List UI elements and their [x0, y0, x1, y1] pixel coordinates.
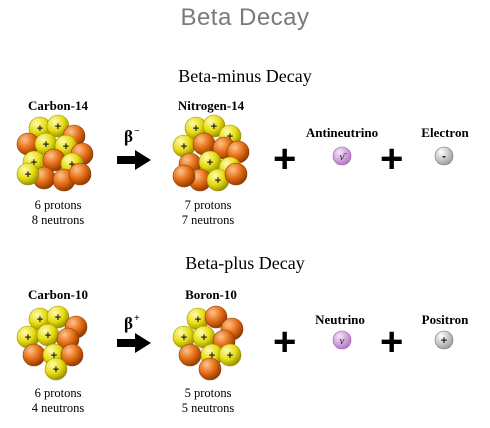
- electron-label: Electron: [421, 125, 469, 140]
- neutrino-particle: ν: [332, 330, 352, 350]
- neutrino-label: Neutrino: [315, 312, 365, 327]
- svg-text:+: +: [207, 157, 213, 169]
- svg-text:+: +: [43, 139, 49, 151]
- svg-text:+: +: [51, 350, 57, 362]
- proton: +: [218, 343, 242, 367]
- carbon-10-protons: 6 protons: [34, 386, 82, 400]
- neutron: [22, 343, 46, 367]
- electron-particle: -: [434, 146, 454, 166]
- arrow-right-icon: [117, 333, 151, 353]
- beta-minus-symbol: β−: [124, 126, 140, 146]
- boron-10-neutrons: 5 neutrons: [181, 401, 235, 415]
- svg-text:+: +: [201, 332, 207, 344]
- nitrogen-14-counts: 7 protons 7 neutrons: [168, 198, 248, 228]
- boron-10-nucleus: +++++: [172, 305, 244, 381]
- arrow-right-icon: [117, 150, 151, 170]
- carbon-14-counts: 6 protons 8 neutrons: [18, 198, 98, 228]
- positron-particle: +: [434, 330, 454, 350]
- svg-text:+: +: [227, 350, 233, 362]
- carbon-14-protons: 6 protons: [34, 198, 82, 212]
- svg-text:+: +: [69, 159, 75, 171]
- proton: +: [46, 305, 70, 329]
- plus-icon: +: [380, 320, 404, 364]
- proton: +: [36, 323, 60, 347]
- neutrino-glyph: ν: [340, 335, 345, 347]
- nitrogen-14-neutrons: 7 neutrons: [181, 213, 235, 227]
- svg-text:+: +: [31, 157, 37, 169]
- nitrogen-14-label: Nitrogen-14: [177, 98, 245, 113]
- plus-icon: +: [273, 137, 297, 181]
- beta-plus-symbol: β+: [124, 313, 140, 333]
- carbon-10-label: Carbon-10: [28, 287, 88, 302]
- svg-text:+: +: [181, 332, 187, 344]
- svg-text:+: +: [53, 364, 59, 376]
- svg-text:+: +: [37, 314, 43, 326]
- svg-text:+: +: [211, 121, 217, 133]
- svg-text:+: +: [193, 123, 199, 135]
- page-title: Beta Decay: [180, 4, 310, 31]
- neutron: [204, 305, 228, 329]
- neutron: [198, 357, 222, 381]
- neutron: [224, 162, 248, 186]
- antineutrino-glyph: ν̄: [340, 151, 348, 163]
- svg-text:+: +: [55, 121, 61, 133]
- neutron: [68, 162, 92, 186]
- boron-10-protons: 5 protons: [184, 386, 232, 400]
- beta-minus-heading: Beta-minus Decay: [178, 66, 312, 86]
- antineutrino-particle: ν̄: [332, 146, 352, 166]
- svg-text:+: +: [55, 312, 61, 324]
- electron-glyph: -: [442, 149, 446, 163]
- beta-plus-sign: +: [133, 313, 140, 324]
- svg-text:+: +: [209, 350, 215, 362]
- svg-text:+: +: [37, 123, 43, 135]
- svg-text:+: +: [195, 314, 201, 326]
- plus-icon: +: [380, 137, 404, 181]
- boron-10-counts: 5 protons 5 neutrons: [168, 386, 248, 416]
- positron-label: Positron: [421, 312, 469, 327]
- plus-icon: +: [273, 320, 297, 364]
- svg-text:+: +: [227, 131, 233, 143]
- svg-text:+: +: [25, 332, 31, 344]
- proton: +: [44, 357, 68, 381]
- beta-minus-sign: −: [133, 126, 140, 137]
- carbon-14-neutrons: 8 neutrons: [31, 213, 85, 227]
- carbon-10-nucleus: ++++++: [16, 305, 88, 381]
- beta-plus-heading: Beta-plus Decay: [185, 253, 305, 273]
- boron-10-label: Boron-10: [185, 287, 237, 302]
- carbon-14-nucleus: +++++++: [16, 114, 94, 192]
- svg-text:+: +: [181, 141, 187, 153]
- neutron: [172, 164, 196, 188]
- neutron: [60, 343, 84, 367]
- svg-text:+: +: [215, 175, 221, 187]
- antineutrino-label: Antineutrino: [305, 125, 379, 140]
- carbon-10-counts: 6 protons 4 neutrons: [18, 386, 98, 416]
- carbon-14-label: Carbon-14: [28, 98, 88, 113]
- positron-glyph: +: [441, 335, 447, 347]
- svg-text:+: +: [63, 141, 69, 153]
- neutron: [178, 343, 202, 367]
- nitrogen-14-nucleus: +++++++: [172, 114, 250, 192]
- svg-text:+: +: [45, 330, 51, 342]
- nitrogen-14-protons: 7 protons: [184, 198, 232, 212]
- proton: +: [16, 162, 40, 186]
- svg-text:+: +: [25, 169, 31, 181]
- carbon-10-neutrons: 4 neutrons: [31, 401, 85, 415]
